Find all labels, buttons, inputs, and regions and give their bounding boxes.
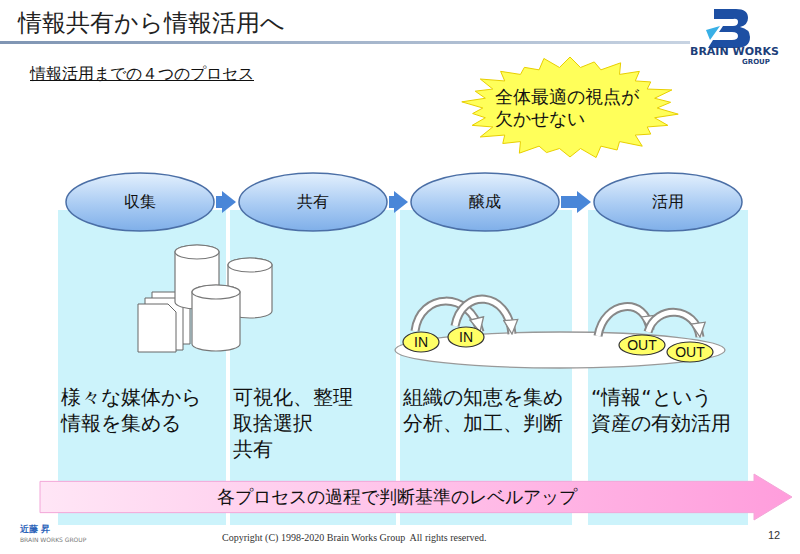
label-text: BRAIN WORKS [690, 45, 779, 58]
node-text: “情報“という 資産の有効活用 [591, 384, 741, 436]
node-text: 共有 [297, 192, 329, 213]
knowledge-ring [395, 332, 725, 368]
flow-tag: IN [447, 326, 485, 348]
label-text: 情報活用までの４つのプロセス [30, 64, 254, 85]
node-text: OUT [675, 344, 705, 360]
node-text: IN [459, 329, 473, 345]
node-text: IN [414, 334, 428, 350]
node-text: 醸成 [469, 192, 501, 213]
curved-arrows [415, 299, 700, 337]
level-up-arrow: 各プロセスの過程で判断基準のレベルアップ [40, 474, 792, 520]
node-text: 全体最適の視点が 欠かせない [495, 86, 645, 131]
label-text: 12 [768, 529, 780, 541]
flow-arrow [216, 196, 222, 208]
process-ellipse: 活用 [593, 172, 743, 232]
node-text: 可視化、整理 取捨選択 共有 [233, 384, 356, 462]
node-text: 様々な媒体から 情報を集める [61, 384, 211, 436]
process-ellipse: 醸成 [410, 172, 560, 232]
process-column: 共有可視化、整理 取捨選択 共有 [230, 170, 396, 525]
process-ellipse: 収集 [65, 172, 215, 232]
node-text: 収集 [124, 192, 156, 213]
logo-mark [706, 9, 750, 48]
flow-arrow [561, 196, 577, 208]
label-text: Copyright (C) 1998-2020 Brain Works Grou… [222, 532, 487, 543]
flow-tag: OUT [666, 341, 714, 363]
flow-tag: OUT [618, 334, 666, 356]
slide-title: 情報共有から情報活用へ [18, 7, 285, 39]
flow-tag: IN [402, 331, 440, 353]
database-cylinders [175, 245, 272, 351]
node-text: 組織の知恵を集め 分析、加工、判断 [403, 384, 569, 436]
label-text: 近藤 昇 [20, 523, 50, 536]
process-ellipse: 共有 [238, 172, 388, 232]
callout-burst: 全体最適の視点が 欠かせない [460, 56, 680, 160]
flow-arrow [389, 196, 394, 208]
node-text: 活用 [652, 192, 684, 213]
label-text: GROUP [742, 58, 770, 66]
title-rule [0, 41, 690, 44]
label-text: BRAIN WORKS GROUP [20, 536, 86, 543]
node-text: 各プロセスの過程で判断基準のレベルアップ [217, 485, 577, 509]
node-text: OUT [627, 337, 657, 353]
